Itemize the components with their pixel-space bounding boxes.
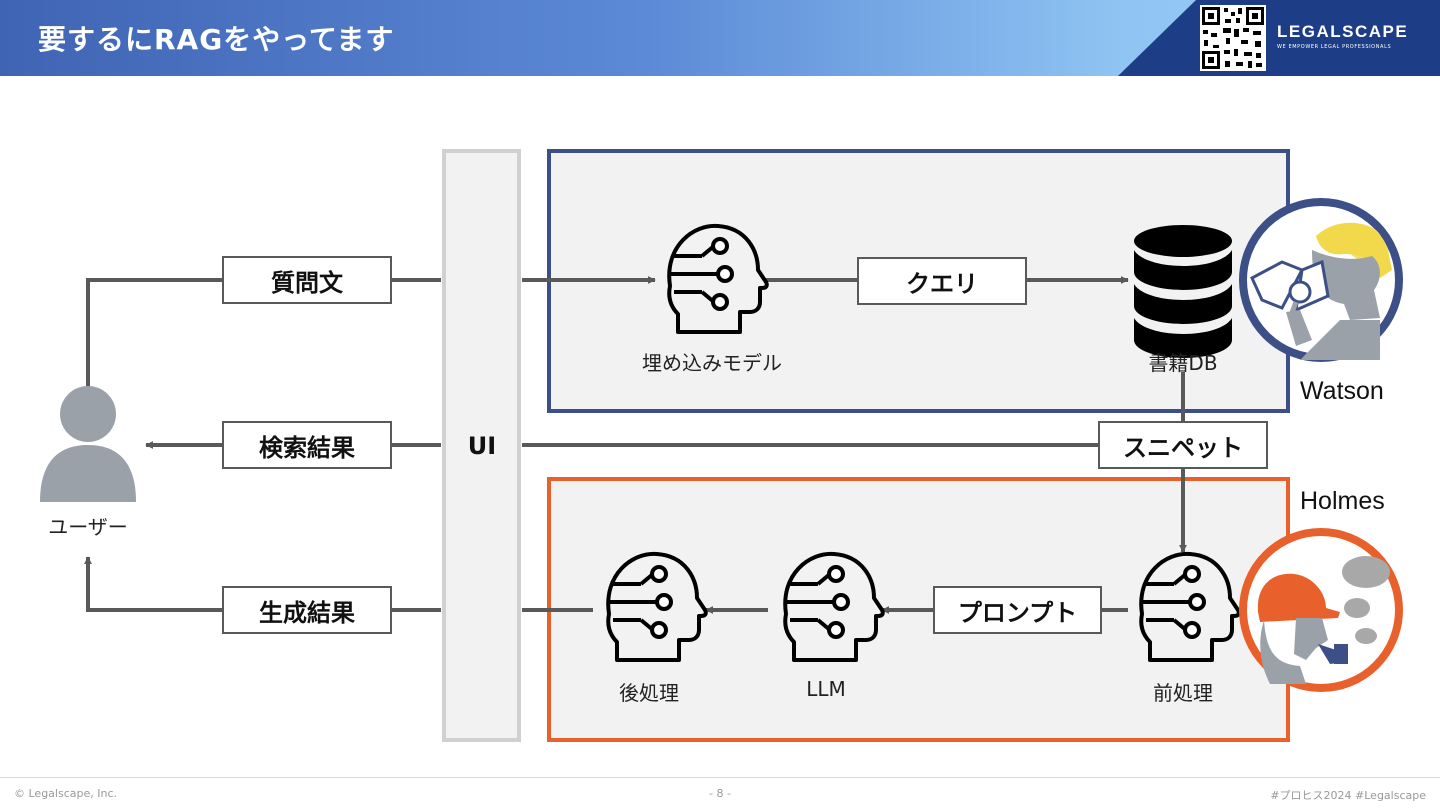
snippet-box: スニペット bbox=[1098, 421, 1268, 469]
legalscape-logo: LEGALSCAPE WE EMPOWER LEGAL PROFESSIONAL… bbox=[1277, 22, 1408, 50]
holmes-avatar-icon bbox=[1239, 528, 1403, 692]
slide-title: 要するにRAGをやってます bbox=[38, 23, 395, 56]
footer-divider bbox=[0, 777, 1440, 778]
user-icon bbox=[40, 386, 136, 502]
watson-avatar-icon bbox=[1239, 198, 1403, 362]
llm-caption: LLM bbox=[806, 677, 846, 701]
footer-copyright: © Legalscape, Inc. bbox=[14, 787, 118, 800]
logo-tagline: WE EMPOWER LEGAL PROFESSIONALS bbox=[1277, 44, 1392, 50]
question-box: 質問文 bbox=[222, 256, 392, 304]
preprocess-caption: 前処理 bbox=[1153, 681, 1213, 705]
postprocess-caption: 後処理 bbox=[619, 681, 679, 705]
database-icon bbox=[1134, 225, 1232, 358]
generation-to-user-arrow bbox=[84, 556, 222, 612]
qr-code-icon bbox=[1200, 5, 1266, 71]
generation-results-box: 生成結果 bbox=[222, 586, 392, 634]
watson-label: Watson bbox=[1300, 377, 1384, 405]
embedding-model-caption: 埋め込みモデル bbox=[642, 351, 782, 375]
rag-diagram bbox=[40, 149, 1403, 742]
ui-label: UI bbox=[467, 432, 497, 460]
query-box: クエリ bbox=[857, 257, 1027, 305]
search-results-box: 検索結果 bbox=[222, 421, 392, 469]
footer-page-number: - 8 - bbox=[709, 787, 731, 800]
prompt-box: プロンプト bbox=[933, 586, 1102, 634]
user-to-question-line bbox=[86, 278, 222, 390]
user-caption: ユーザー bbox=[48, 515, 128, 539]
logo-name: LEGALSCAPE bbox=[1277, 22, 1409, 41]
ui-panel bbox=[442, 149, 521, 742]
footer-hashtags: #プロヒス2024 #Legalscape bbox=[1270, 789, 1426, 802]
holmes-label: Holmes bbox=[1300, 487, 1385, 515]
book-db-caption: 書籍DB bbox=[1148, 351, 1218, 375]
